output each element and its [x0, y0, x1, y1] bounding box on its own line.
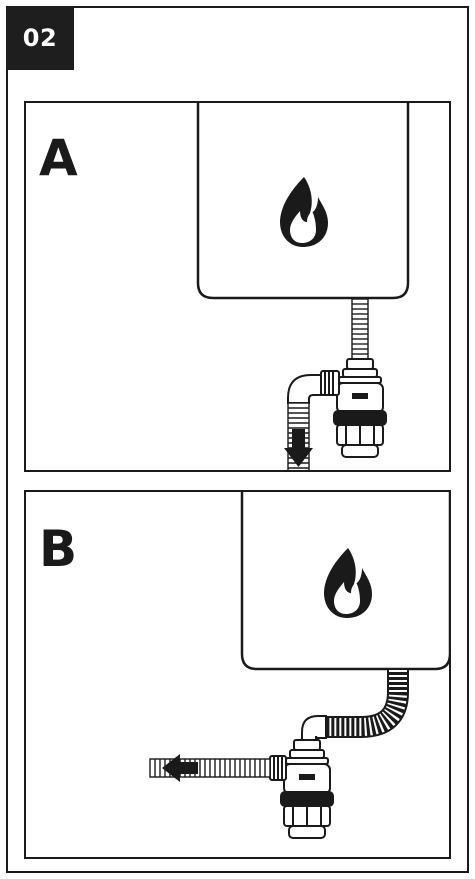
- panel-a-illustration: [196, 103, 410, 470]
- panel-a: A: [24, 101, 451, 472]
- panel-b-label: B: [39, 520, 78, 578]
- curved-hose: [326, 670, 407, 736]
- hose-elbow: [287, 374, 322, 404]
- flame-icon: [324, 548, 372, 618]
- pump-device: [280, 739, 334, 839]
- pump-label-mark: [352, 393, 368, 399]
- panel-b-illustration: [149, 492, 449, 839]
- panel-a-label: A: [39, 129, 78, 187]
- pump-device: [333, 358, 387, 458]
- arrow-left-icon: [162, 754, 198, 782]
- outlet-connector: [320, 370, 340, 396]
- flame-icon: [280, 177, 328, 247]
- corrugated-hose: [351, 298, 369, 360]
- outlet-connector: [269, 755, 287, 781]
- hose-elbow: [301, 715, 327, 741]
- pump-label-mark: [299, 774, 315, 780]
- step-number-badge: 02: [6, 6, 74, 70]
- arrow-down-icon: [284, 429, 313, 467]
- panel-b: B: [24, 490, 451, 859]
